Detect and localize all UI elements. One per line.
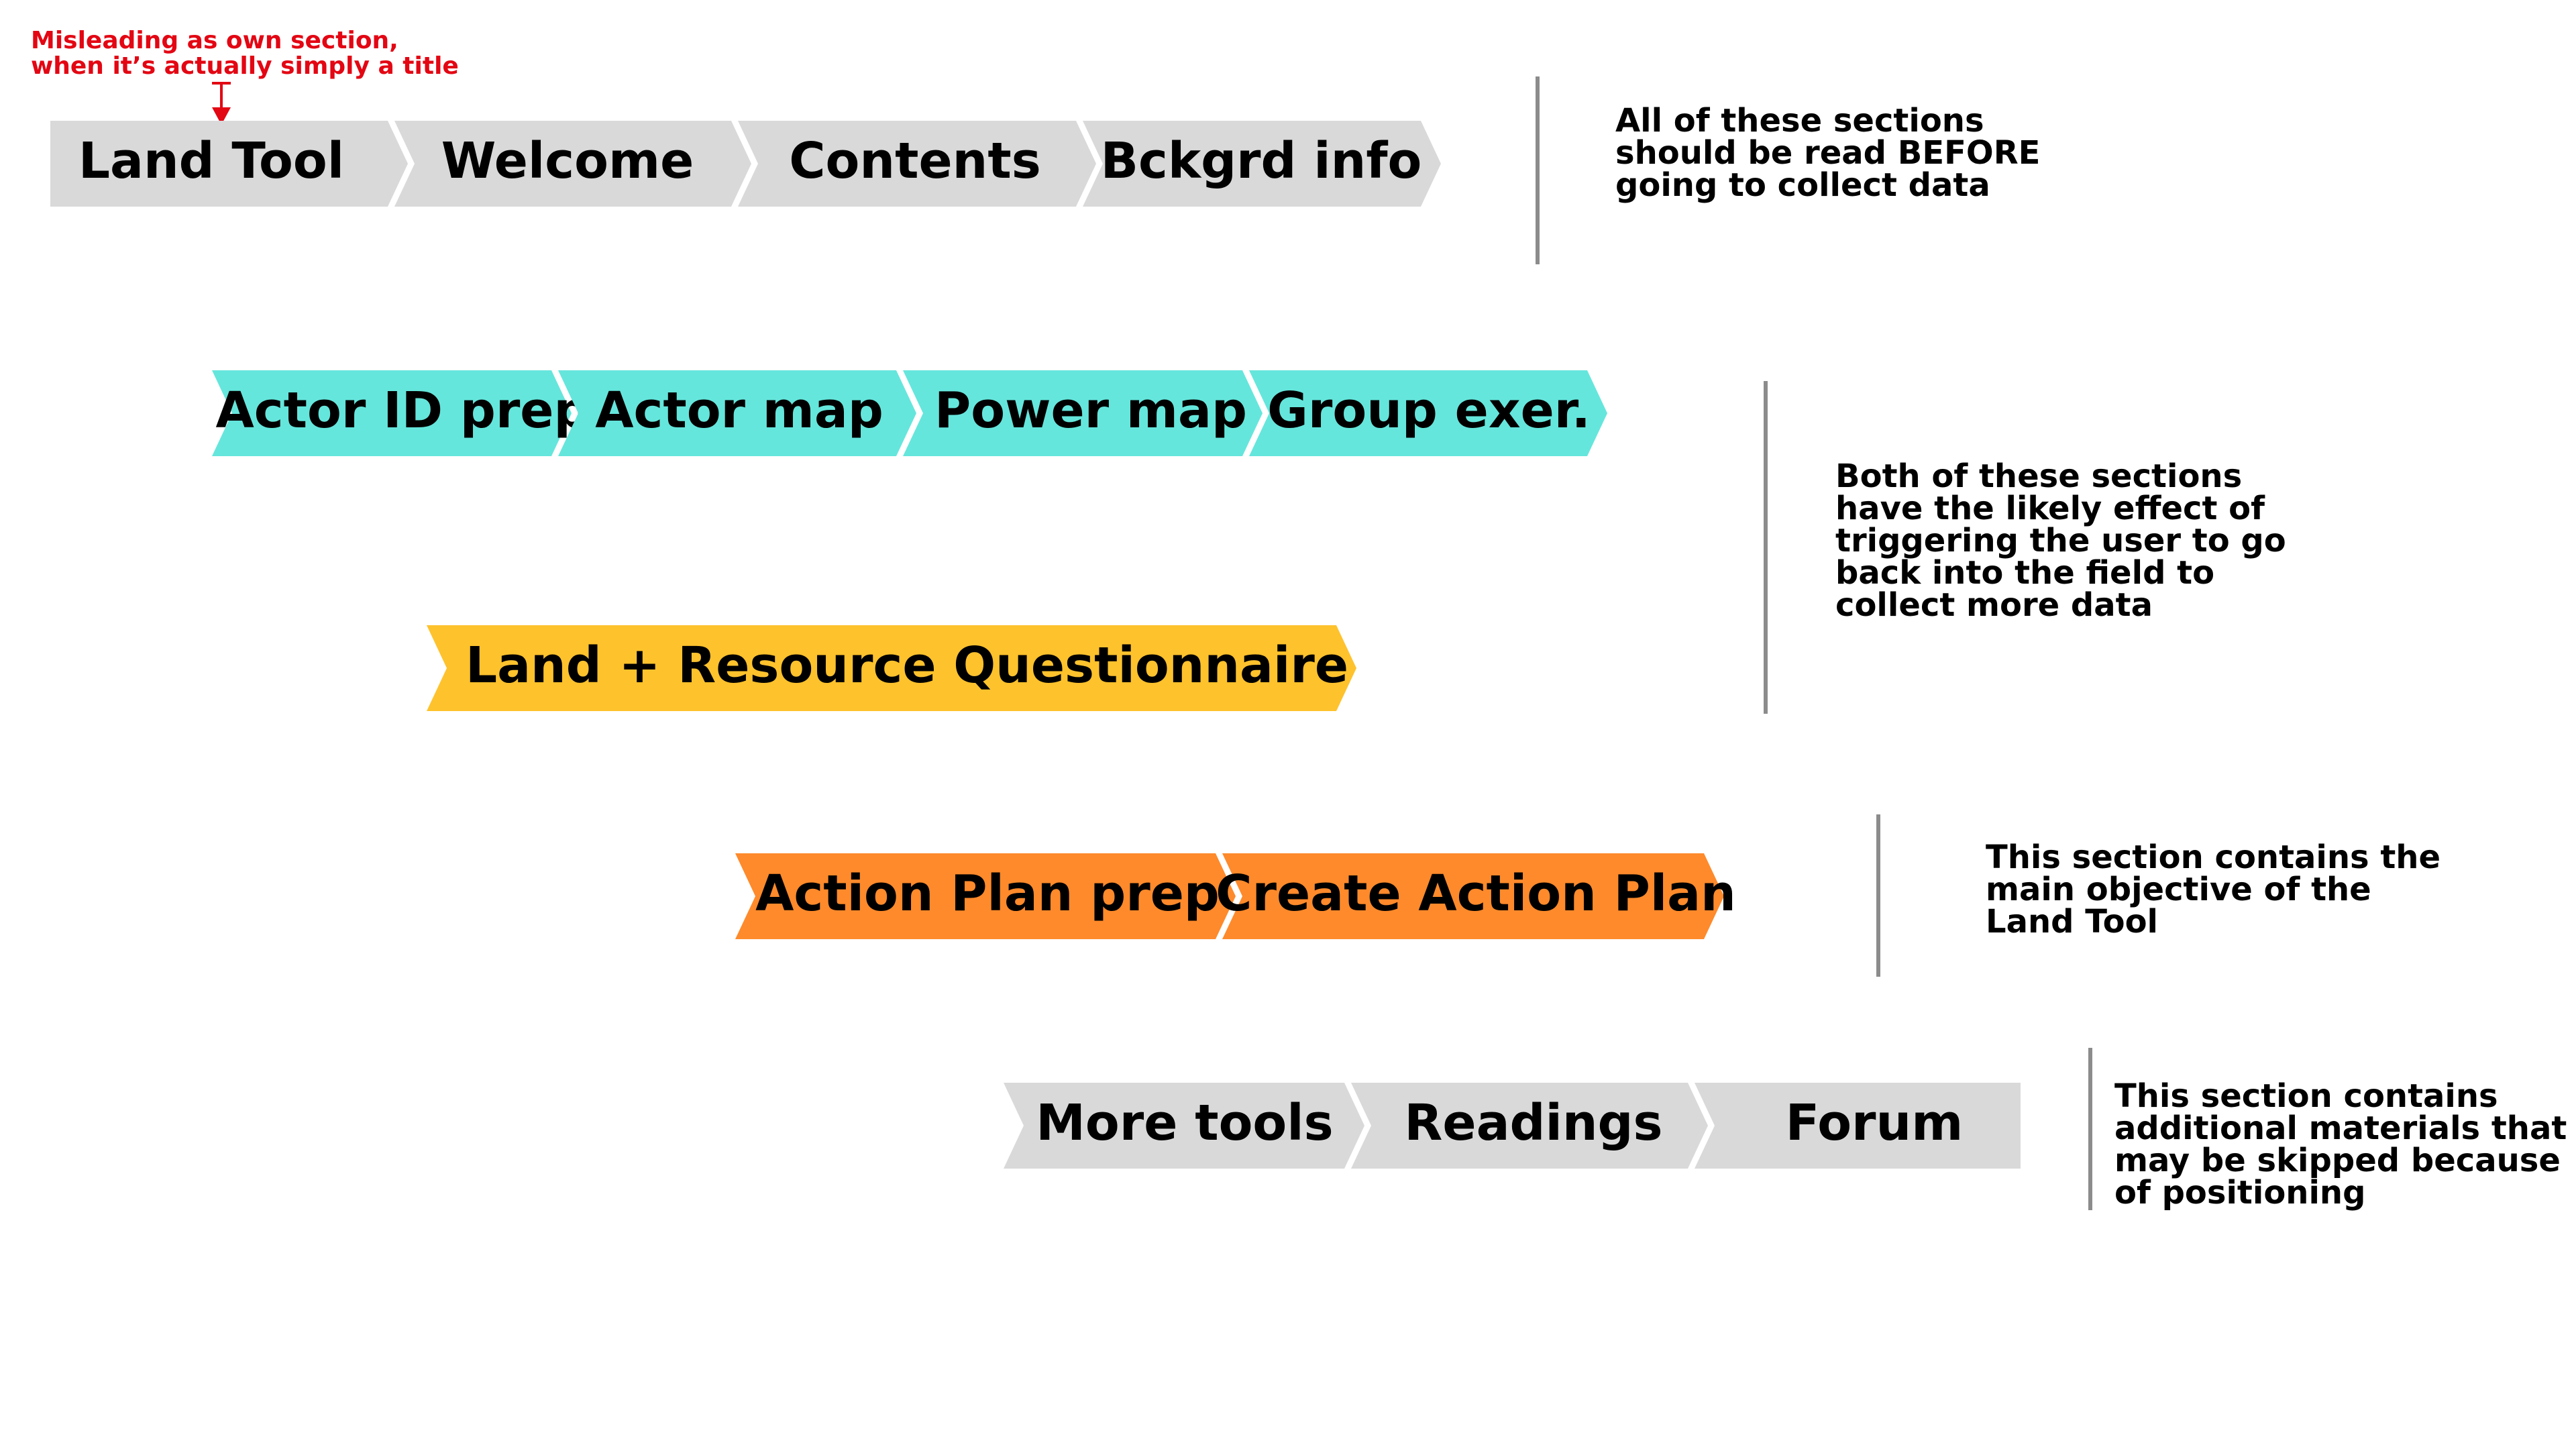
chevron-group-exer[interactable] — [1249, 370, 1607, 456]
chevron-label-land-tool: Land Tool — [78, 132, 344, 190]
note-questionnaire-line-3: triggering the user to go — [1835, 522, 2286, 559]
chevron-label-create-action-plan: Create Action Plan — [1216, 865, 1736, 922]
note-action-plan-line-3: Land Tool — [1986, 903, 2158, 941]
note-extras: This section contains additional materia… — [2114, 1077, 2567, 1212]
chevron-label-forum: Forum — [1786, 1094, 1964, 1152]
chevron-more-tools[interactable] — [1004, 1083, 1364, 1169]
chevron-label-more-tools: More tools — [1036, 1094, 1333, 1152]
chevron-actor-id-prep[interactable] — [212, 370, 572, 456]
annotation-line-2: when it’s actually simply a title — [31, 52, 459, 80]
chevron-label-power-map: Power map — [934, 382, 1247, 439]
chevron-label-bckgrd-info: Bckgrd info — [1101, 132, 1422, 190]
annotation-line-1: Misleading as own section, — [31, 27, 398, 54]
chevron-label-land-resource-questionnaire: Land + Resource Questionnaire — [466, 637, 1348, 694]
row-action-plan: Action Plan prep Create Action Plan — [735, 853, 1736, 939]
chevron-bckgrd-info[interactable] — [1083, 121, 1441, 207]
note-questionnaire-line-1: Both of these sections — [1835, 458, 2242, 495]
note-questionnaire-line-5: collect more data — [1835, 586, 2153, 624]
chevron-label-readings: Readings — [1404, 1094, 1662, 1152]
chevron-label-group-exer: Group exer. — [1267, 382, 1591, 439]
chevron-label-actor-map: Actor map — [595, 382, 883, 439]
chevron-forum[interactable] — [1695, 1083, 2021, 1169]
chevron-create-action-plan[interactable] — [1222, 853, 1724, 939]
row-actors: Actor ID prep Actor map Power map Group … — [212, 370, 1607, 456]
note-intro-line-1: All of these sections — [1615, 102, 1984, 140]
chevron-actor-map[interactable] — [558, 370, 916, 456]
note-extras-line-2: additional materials that — [2114, 1110, 2567, 1147]
note-intro-line-3: going to collect data — [1615, 166, 1990, 204]
chevron-welcome[interactable] — [394, 121, 751, 207]
note-extras-line-4: of positioning — [2114, 1174, 2365, 1212]
row-intro: Land Tool Welcome Contents Bckgrd info — [50, 121, 1441, 207]
row-extras: More tools Readings Forum — [1004, 1083, 2021, 1169]
note-extras-line-1: This section contains — [2114, 1077, 2498, 1115]
note-intro-line-2: should be read BEFORE — [1615, 134, 2040, 172]
note-extras-line-3: may be skipped because — [2114, 1142, 2561, 1179]
chevron-contents[interactable] — [738, 121, 1096, 207]
chevron-action-plan-prep[interactable] — [735, 853, 1236, 939]
note-action-plan: This section contains the main objective… — [1986, 839, 2440, 941]
chevron-land-resource-questionnaire[interactable] — [427, 625, 1356, 711]
row-questionnaire: Land + Resource Questionnaire — [427, 625, 1356, 711]
note-questionnaire: Both of these sections have the likely e… — [1835, 458, 2286, 624]
note-intro: All of these sections should be read BEF… — [1615, 102, 2040, 204]
note-action-plan-line-1: This section contains the — [1986, 839, 2440, 876]
annotation-arrow — [212, 82, 231, 125]
chevron-power-map[interactable] — [903, 370, 1263, 456]
note-questionnaire-line-4: back into the field to — [1835, 554, 2214, 592]
note-questionnaire-line-2: have the likely effect of — [1835, 490, 2265, 527]
chevron-label-contents: Contents — [789, 132, 1041, 190]
note-action-plan-line-2: main objective of the — [1986, 871, 2371, 908]
chevron-land-tool[interactable] — [50, 121, 408, 207]
chevron-readings[interactable] — [1351, 1083, 1708, 1169]
chevron-label-welcome: Welcome — [441, 132, 694, 190]
chevron-label-action-plan-prep: Action Plan prep — [755, 865, 1220, 922]
chevron-label-actor-id-prep: Actor ID prep — [216, 382, 590, 439]
